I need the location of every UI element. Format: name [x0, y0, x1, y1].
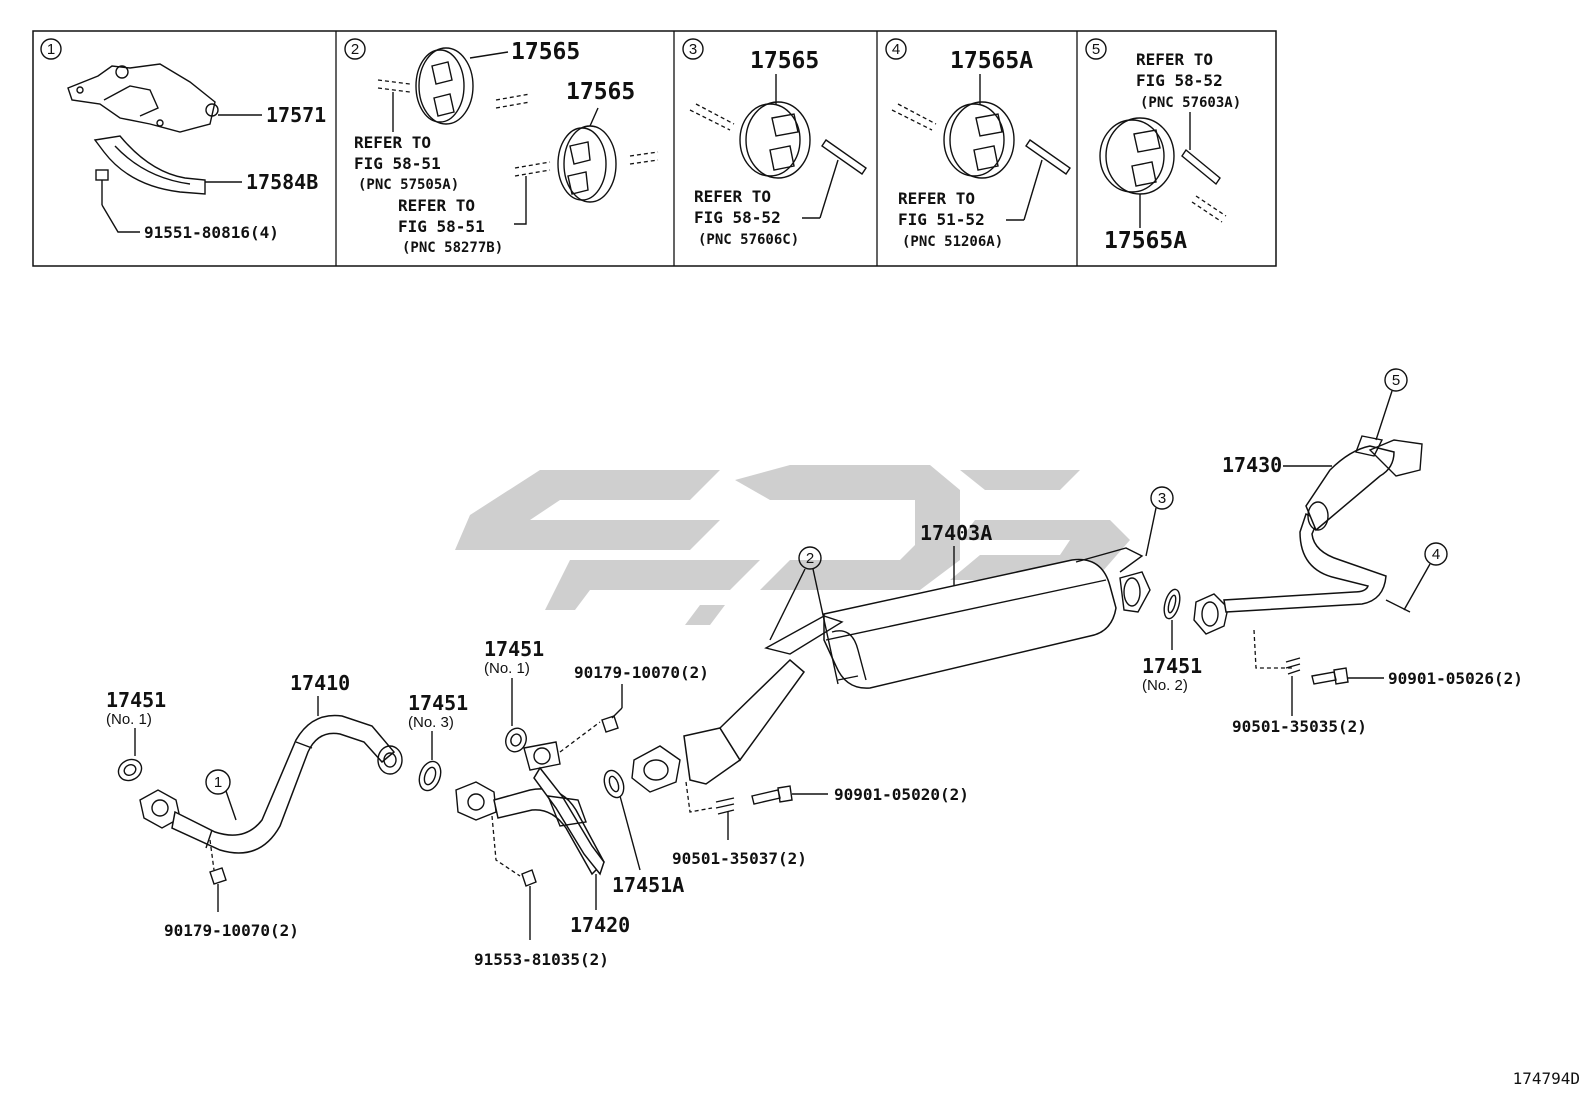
- label-90501-035: 90501-35035(2): [1232, 717, 1367, 736]
- callout-2: 2: [806, 550, 814, 567]
- ref-2a-line2: FIG 58-51: [354, 154, 441, 173]
- callout-1: 1: [214, 774, 222, 791]
- label-17420: 17420: [570, 913, 630, 937]
- gasket-17451-mid: 17451 (No. 3): [408, 691, 468, 792]
- panel-3-index: 3: [689, 41, 697, 58]
- tail-bolts: 90501-35035(2) 90901-05026(2): [1232, 657, 1523, 736]
- label-90179-bottom: 90179-10070(2): [164, 921, 299, 940]
- tail-muffler-17430: 17430: [1193, 435, 1423, 669]
- label-17451-top: 17451: [484, 637, 544, 661]
- top-panels: [32, 30, 1277, 267]
- ref-3-line2: FIG 58-52: [694, 208, 781, 227]
- callout-4-main: 4: [1403, 542, 1448, 611]
- ref-4-pnc: (PNC 51206A): [902, 234, 1003, 250]
- callout-4: 4: [1432, 546, 1440, 563]
- ref-2a-line1: REFER TO: [354, 133, 431, 152]
- callout-2-main: 2: [769, 546, 839, 685]
- front-pipe-17410: 17410 1 90179-10070(2): [139, 671, 403, 940]
- ref-2b-pnc: (PNC 58277B): [402, 240, 503, 256]
- muffler-17403A: 17403A: [764, 521, 1151, 689]
- ref-4-line1: REFER TO: [898, 189, 975, 208]
- label-17451-right-sub: (No. 2): [1142, 677, 1188, 694]
- part-17565A-a: 17565A: [950, 48, 1033, 74]
- ref-2a-pnc: (PNC 57505A): [358, 177, 459, 193]
- label-17403A: 17403A: [920, 521, 992, 545]
- part-17565-a: 17565: [511, 39, 580, 65]
- part-17565-c: 17565: [750, 48, 819, 74]
- ref-5-pnc: (PNC 57603A): [1140, 95, 1241, 111]
- panel-2-index: 2: [351, 41, 359, 58]
- panel-1: 1 17571 17584B 91551-80816(4): [40, 38, 326, 242]
- panel-1-index: 1: [47, 41, 55, 58]
- panel-5: 5 REFER TO FIG 58-52 (PNC 57603A) 17565A: [1085, 38, 1241, 254]
- label-90901-020: 90901-05020(2): [834, 785, 969, 804]
- callout-5-main: 5: [1375, 368, 1408, 441]
- callout-3: 3: [1158, 490, 1166, 507]
- label-17410: 17410: [290, 671, 350, 695]
- ref-4-line2: FIG 51-52: [898, 210, 985, 229]
- part-17571: 17571: [266, 103, 326, 127]
- part-17584B: 17584B: [246, 170, 318, 194]
- panel-4-index: 4: [892, 41, 900, 58]
- nut-90179-top: 90179-10070(2): [559, 663, 709, 753]
- gasket-17451-right: 17451 (No. 2): [1142, 588, 1202, 694]
- label-17451-mid-sub: (No. 3): [408, 714, 454, 731]
- panel-4: 4 17565A REFER TO FIG 51-52 (PNC 51206A): [885, 38, 1071, 250]
- center-pipe-17420: 91553-81035(2) 17420: [455, 741, 630, 969]
- label-17451A: 17451A: [612, 873, 684, 897]
- ref-5-line2: FIG 58-52: [1136, 71, 1223, 90]
- panel-5-index: 5: [1092, 41, 1100, 58]
- part-91551-80816: 91551-80816(4): [144, 223, 279, 242]
- converter-inlet: 90501-35037(2) 90901-05020(2): [631, 658, 969, 868]
- callout-5: 5: [1392, 372, 1400, 389]
- ref-5-line1: REFER TO: [1136, 50, 1213, 69]
- panel-3: 3 17565 REFER TO FIG 58-52 (PNC 57606C): [682, 38, 867, 248]
- label-90501-037: 90501-35037(2): [672, 849, 807, 868]
- callout-3-main: 3: [1145, 486, 1174, 557]
- part-17565-b: 17565: [566, 79, 635, 105]
- label-17451-mid: 17451: [408, 691, 468, 715]
- label-90901-026: 90901-05026(2): [1388, 669, 1523, 688]
- ref-3-pnc: (PNC 57606C): [698, 232, 799, 248]
- label-17451-top-sub: (No. 1): [484, 660, 530, 677]
- label-17430: 17430: [1222, 453, 1282, 477]
- ref-2b-line2: FIG 58-51: [398, 217, 485, 236]
- label-91553: 91553-81035(2): [474, 950, 609, 969]
- label-17451-right: 17451: [1142, 654, 1202, 678]
- gasket-17451-left: 17451 (No. 1): [106, 688, 166, 782]
- panel-2: 2 17565 REFER TO FIG 58-51 (PNC 57505A) …: [344, 38, 659, 256]
- label-90179-top: 90179-10070(2): [574, 663, 709, 682]
- gasket-17451A: 17451A: [603, 769, 684, 897]
- ref-2b-line1: REFER TO: [398, 196, 475, 215]
- ref-3-line1: REFER TO: [694, 187, 771, 206]
- label-17451-left-sub: (No. 1): [106, 711, 152, 728]
- part-17565A-b: 17565A: [1104, 228, 1187, 254]
- gasket-17451-top: 17451 (No. 1): [484, 637, 544, 753]
- label-17451-left: 17451: [106, 688, 166, 712]
- figure-id: 174794D: [1513, 1069, 1580, 1088]
